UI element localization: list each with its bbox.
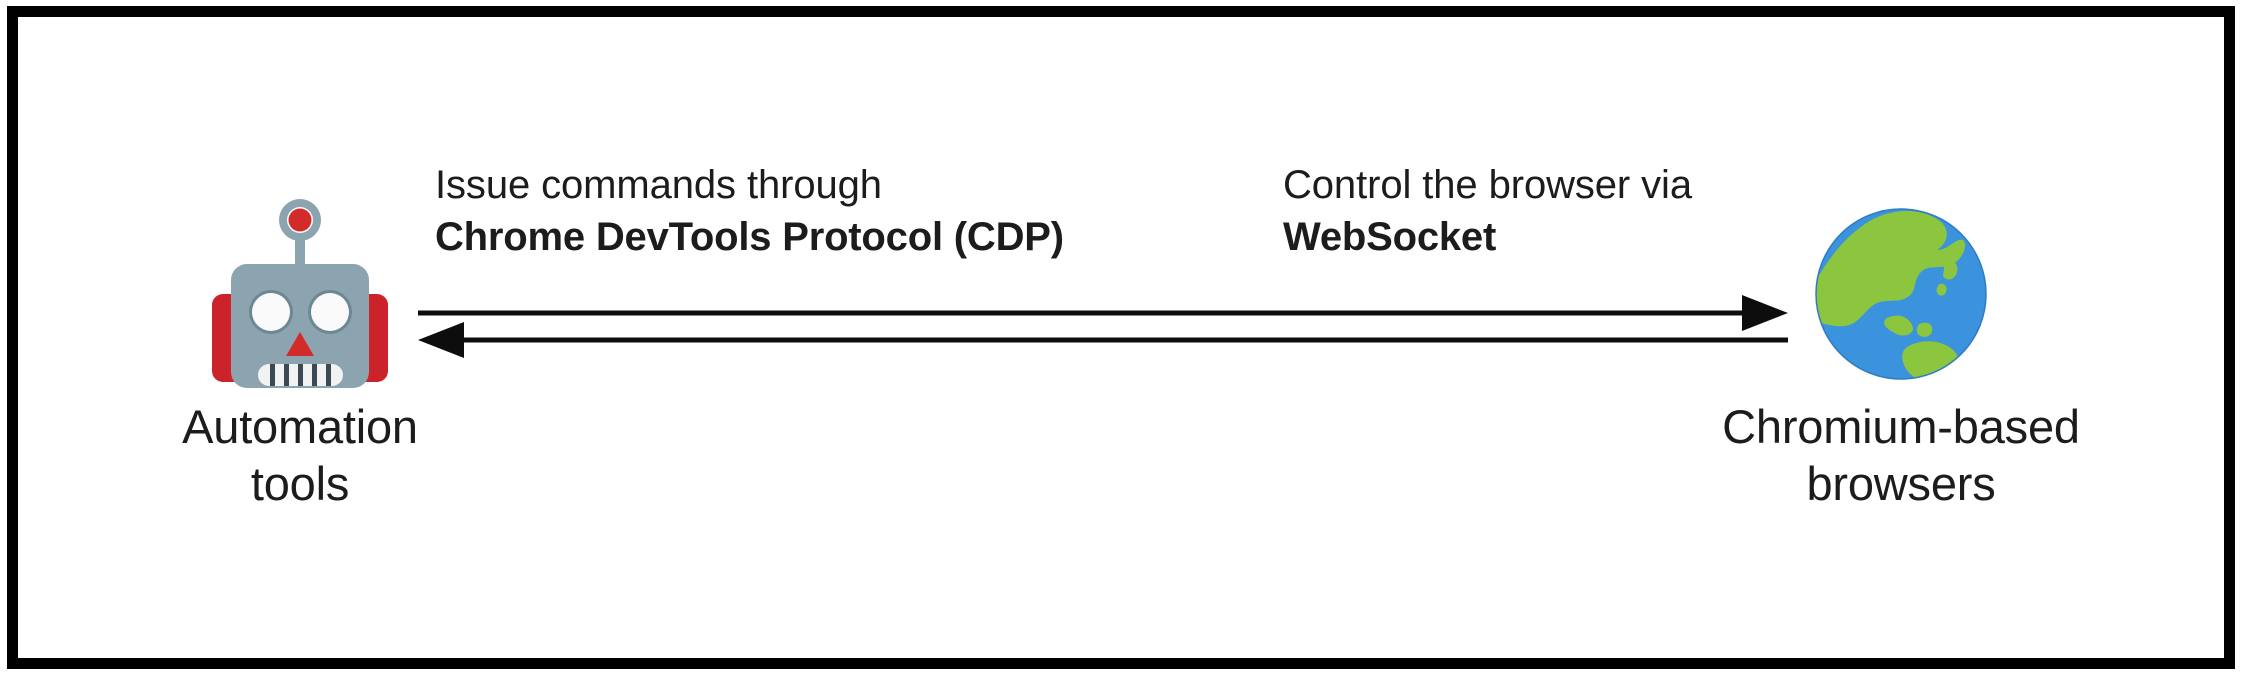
node-chromium-browsers: Chromium-based browsers: [1628, 196, 2174, 513]
robot-icon-wrap: [120, 196, 480, 392]
node-automation-tools-label: Automation tools: [182, 400, 418, 511]
edge-caption-cdp-line1: Issue commands through: [435, 163, 882, 207]
edge-caption-websocket-line1: Control the browser via: [1283, 163, 1692, 207]
edge-caption-cdp-line2: Chrome DevTools Protocol (CDP): [435, 215, 1064, 259]
globe-icon: [1815, 208, 1987, 380]
edge-caption-websocket-line2: WebSocket: [1283, 215, 1497, 259]
edge-caption-cdp: Issue commands through Chrome DevTools P…: [435, 159, 1064, 263]
node-chromium-browsers-label: Chromium-based browsers: [1722, 400, 2080, 511]
globe-icon-wrap: [1628, 196, 2174, 392]
edge-caption-websocket: Control the browser via WebSocket: [1283, 159, 1692, 263]
robot-icon: [212, 199, 388, 388]
node-automation-tools: Automation tools: [120, 196, 480, 513]
